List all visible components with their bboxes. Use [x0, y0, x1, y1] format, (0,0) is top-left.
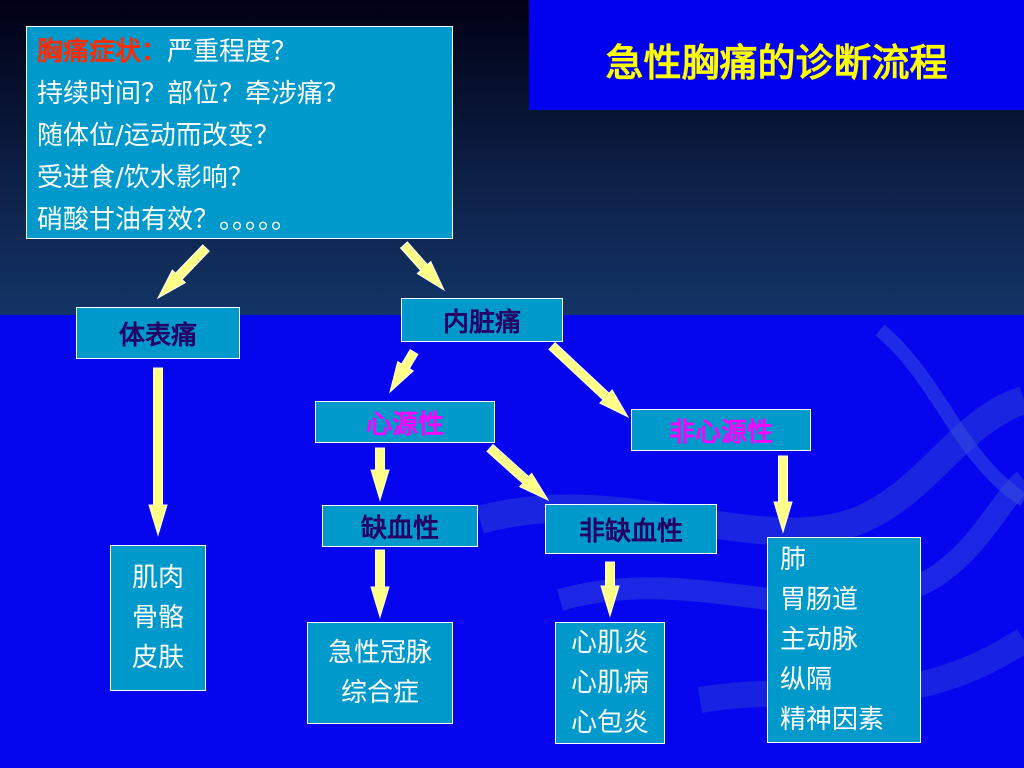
- list-item: 心肌炎: [570, 628, 649, 658]
- list-item: 纵隔: [780, 665, 833, 695]
- node-ischemic: 缺血性: [322, 505, 478, 547]
- symptom-line-4: 硝酸甘油有效？。。。。。: [37, 205, 298, 235]
- symptom-box: 胸痛症状：严重程度？ 持续时间？部位？牵涉痛？ 随体位/运动而改变？ 受进食/饮…: [26, 26, 453, 239]
- list-non-cardiac: 肺 胃肠道 主动脉 纵隔 精神因素: [767, 537, 921, 743]
- list-item: 皮肤: [131, 643, 184, 673]
- node-non-cardiac: 非心源性: [631, 409, 811, 451]
- symptom-line-0-rest: 严重程度？: [167, 37, 298, 67]
- list-ischemic: 急性冠脉 综合症: [307, 622, 453, 724]
- symptom-line-2: 随体位/运动而改变？: [37, 121, 280, 151]
- title-banner: 急性胸痛的诊断流程: [529, 0, 1024, 110]
- symptom-line-3: 受进食/饮水影响？: [37, 163, 254, 193]
- list-item: 心肌病: [570, 668, 649, 698]
- node-visceral-pain: 内脏痛: [401, 298, 563, 342]
- node-surface-pain: 体表痛: [76, 307, 240, 359]
- list-item: 骨骼: [131, 603, 184, 633]
- list-item: 心包炎: [570, 708, 649, 738]
- symptom-heading: 胸痛症状：: [37, 37, 168, 67]
- symptom-line-1: 持续时间？部位？牵涉痛？: [37, 79, 350, 109]
- list-item: 胃肠道: [780, 585, 859, 615]
- list-item: 肌肉: [131, 563, 184, 593]
- node-non-ischemic: 非缺血性: [545, 504, 717, 554]
- list-surface: 肌肉 骨骼 皮肤: [110, 545, 206, 691]
- list-item: 综合症: [340, 678, 419, 708]
- list-non-ischemic: 心肌炎 心肌病 心包炎: [555, 622, 665, 744]
- page-title: 急性胸痛的诊断流程: [605, 41, 948, 85]
- list-item: 精神因素: [780, 705, 885, 735]
- list-item: 主动脉: [780, 625, 859, 655]
- node-cardiac: 心源性: [315, 401, 495, 443]
- list-item: 肺: [780, 545, 807, 575]
- list-item: 急性冠脉: [327, 638, 432, 668]
